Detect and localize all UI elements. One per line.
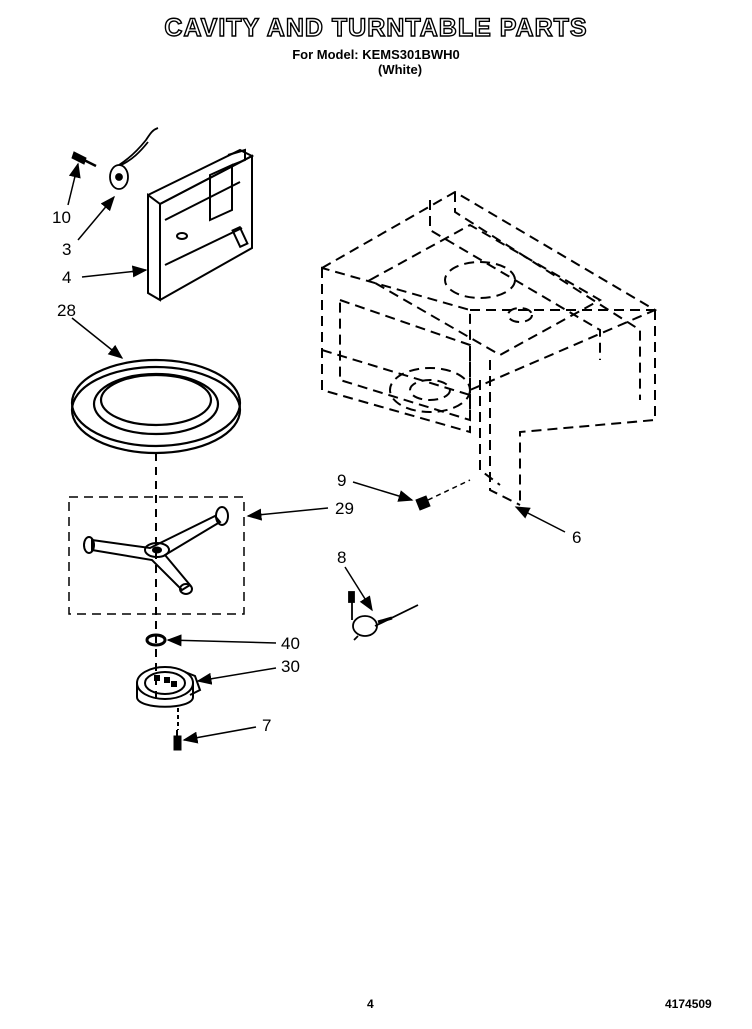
thermal-switch [109,127,159,190]
leader-29 [246,507,329,521]
callout-8: 8 [337,548,347,567]
leader-3 [77,195,115,241]
screw-7 [173,730,182,751]
callout-3: 3 [62,240,72,259]
callout-9: 9 [337,471,347,490]
leader-30 [196,667,277,685]
leader-10 [67,162,81,206]
screw-9 [415,479,471,511]
callout-40: 40 [281,634,300,653]
callout-6: 6 [572,528,582,547]
callout-7: 7 [262,716,272,735]
screw-10 [71,151,97,168]
leader-9 [352,481,414,502]
leader-4 [81,265,148,278]
roller-box [68,496,245,615]
document-number: 4174509 [665,997,712,1011]
leader-40 [166,634,277,647]
callout-30: 30 [281,657,300,676]
turntable-ring [70,358,242,455]
bracket-plate [147,148,255,302]
callout-4: 4 [62,268,72,287]
color-line: (White) [378,62,423,77]
callout-28: 28 [57,301,76,320]
turntable-motor [136,666,202,730]
leader-28 [71,317,124,359]
callout-29: 29 [335,499,354,518]
leader-8 [344,566,373,612]
washer [145,633,167,647]
model-line: For Model: KEMS301BWH0 [292,47,460,62]
roller-support [83,506,229,595]
callout-10: 10 [52,208,71,227]
page-title: CAVITY AND TURNTABLE PARTS [164,13,588,42]
page-number: 4 [367,997,374,1011]
wire-harness [348,591,419,641]
leader-7 [182,726,257,744]
microwave-cavity [321,190,658,506]
leader-6 [514,506,566,533]
